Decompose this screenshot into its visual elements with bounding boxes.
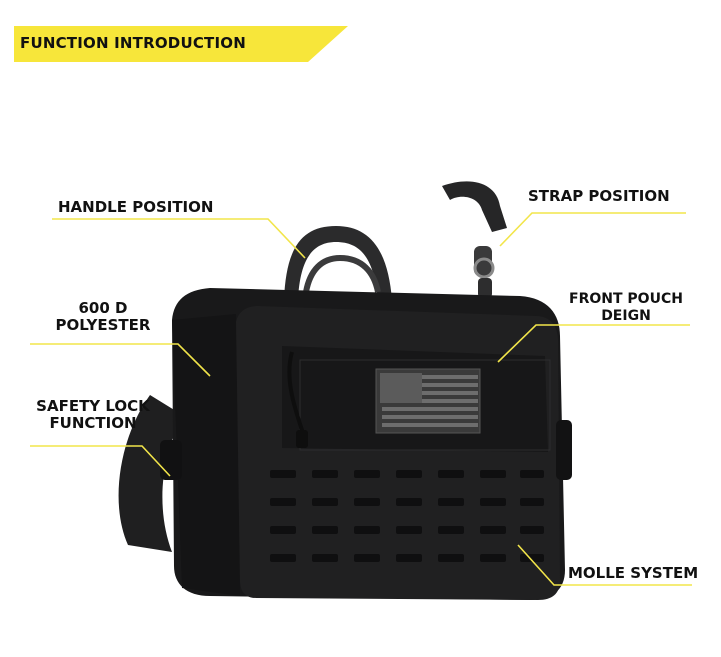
polyester-label: 600 D POLYESTER <box>48 300 158 334</box>
safety-lock-label: SAFETY LOCK FUNCTION <box>28 398 158 432</box>
callout-leaders <box>30 212 692 586</box>
safety-lock-line-1: SAFETY LOCK <box>36 397 150 415</box>
carry-handles <box>284 226 392 300</box>
shoulder-strap <box>118 181 507 552</box>
strap-position-label: STRAP POSITION <box>528 187 670 205</box>
front-pouch-line-2: DEIGN <box>601 308 651 324</box>
polyester-line-2: POLYESTER <box>55 316 151 334</box>
us-flag-patch-icon <box>375 368 481 434</box>
front-pouch-line-1: FRONT POUCH <box>569 291 683 307</box>
polyester-line-1: 600 D <box>78 299 128 317</box>
page-title: FUNCTION INTRODUCTION <box>20 34 246 52</box>
handle-position-label: HANDLE POSITION <box>58 198 214 216</box>
molle-system-label: MOLLE SYSTEM <box>568 564 699 582</box>
safety-lock-line-2: FUNCTION <box>49 414 137 432</box>
molle-webbing <box>270 470 544 562</box>
front-pouch-label: FRONT POUCH DEIGN <box>566 291 686 325</box>
banner-highlight <box>14 26 348 62</box>
